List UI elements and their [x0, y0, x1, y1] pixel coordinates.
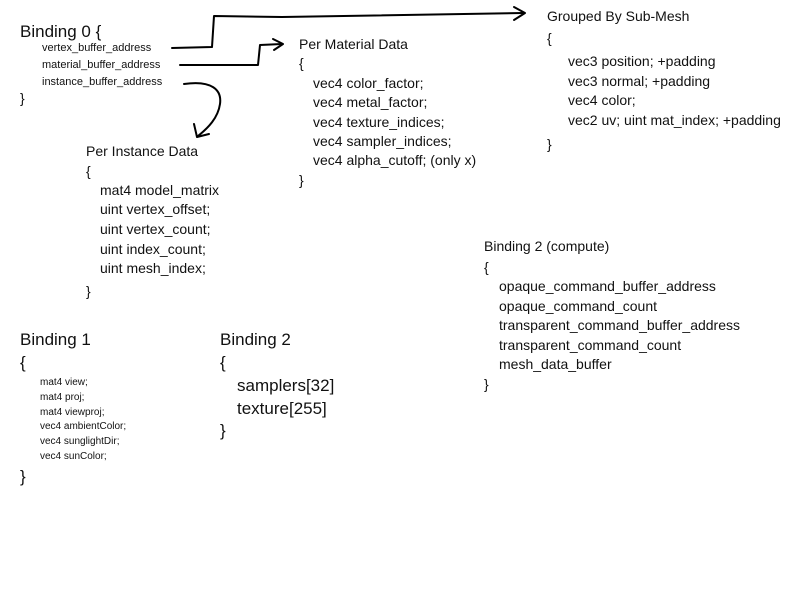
per-instance-close-brace: } [86, 283, 91, 299]
binding1-title: Binding 1 [20, 330, 91, 349]
binding1-open-brace: { [20, 353, 26, 372]
binding1-field-viewproj: mat4 viewproj; [40, 407, 105, 418]
binding0-close-brace: } [20, 90, 25, 106]
submesh-open-brace: { [547, 30, 552, 46]
arrowhead-submesh [513, 6, 526, 21]
binding2-compute-field-opaque-count: opaque_command_count [499, 298, 658, 314]
per-material-close-brace: } [299, 172, 304, 188]
arrow-material-to-per-material [179, 43, 283, 66]
per-instance-open-brace: { [86, 163, 91, 179]
binding1-close-brace: } [20, 467, 26, 486]
submesh-field-color: vec4 color; [568, 92, 636, 108]
binding1-field-ambient-color: vec4 ambientColor; [40, 421, 127, 432]
binding2-compute-title: Binding 2 (compute) [484, 238, 610, 254]
binding2-compute-field-mesh-data-buffer: mesh_data_buffer [499, 356, 612, 372]
binding1-field-sun-color: vec4 sunColor; [40, 451, 107, 462]
arrowhead-per-instance [193, 123, 210, 138]
per-material-field-metal-factor: vec4 metal_factor; [313, 94, 428, 110]
per-instance-field-vertex-count: uint vertex_count; [100, 221, 211, 237]
binding1-field-proj: mat4 proj; [40, 392, 85, 403]
binding1-field-view: mat4 view; [40, 377, 88, 388]
binding2-field-samplers: samplers[32] [237, 376, 335, 395]
binding2-title: Binding 2 [220, 330, 291, 349]
binding2-open-brace: { [220, 353, 226, 372]
arrowhead-per-material [272, 38, 284, 51]
per-instance-field-model-matrix: mat4 model_matrix [100, 182, 220, 198]
per-instance-field-vertex-offset: uint vertex_offset; [100, 201, 211, 217]
binding0-header: Binding 0 { [20, 22, 102, 41]
per-instance-field-index-count: uint index_count; [100, 241, 206, 257]
binding2-field-texture: texture[255] [237, 399, 327, 418]
binding0-field-material-buffer-address: material_buffer_address [42, 59, 161, 71]
per-instance-field-mesh-index: uint mesh_index; [100, 260, 206, 276]
binding2-close-brace: } [220, 421, 226, 440]
per-material-open-brace: { [299, 55, 304, 71]
submesh-title: Grouped By Sub-Mesh [547, 8, 690, 24]
per-material-title: Per Material Data [299, 36, 408, 52]
binding2-compute-open-brace: { [484, 259, 489, 275]
binding2-compute-field-opaque-buffer: opaque_command_buffer_address [499, 278, 716, 294]
submesh-close-brace: } [547, 136, 552, 152]
submesh-field-position: vec3 position; +padding [568, 53, 716, 69]
binding1-field-sunlight-dir: vec4 sunglightDir; [40, 436, 120, 447]
submesh-field-normal: vec3 normal; +padding [568, 73, 711, 89]
per-instance-title: Per Instance Data [86, 143, 199, 159]
binding2-compute-field-transparent-buffer: transparent_command_buffer_address [499, 317, 741, 333]
per-material-field-sampler-indices: vec4 sampler_indices; [313, 133, 452, 149]
binding0-field-vertex-buffer-address: vertex_buffer_address [42, 42, 152, 54]
per-material-field-texture-indices: vec4 texture_indices; [313, 114, 445, 130]
per-material-field-alpha-cutoff: vec4 alpha_cutoff; (only x) [313, 152, 477, 168]
per-material-field-color-factor: vec4 color_factor; [313, 75, 424, 91]
arrow-instance-to-per-instance [183, 82, 222, 137]
binding0-field-instance-buffer-address: instance_buffer_address [42, 76, 163, 88]
submesh-field-uv: vec2 uv; uint mat_index; +padding [568, 112, 781, 128]
binding2-compute-field-transparent-count: transparent_command_count [499, 337, 682, 353]
binding2-compute-close-brace: } [484, 376, 489, 392]
